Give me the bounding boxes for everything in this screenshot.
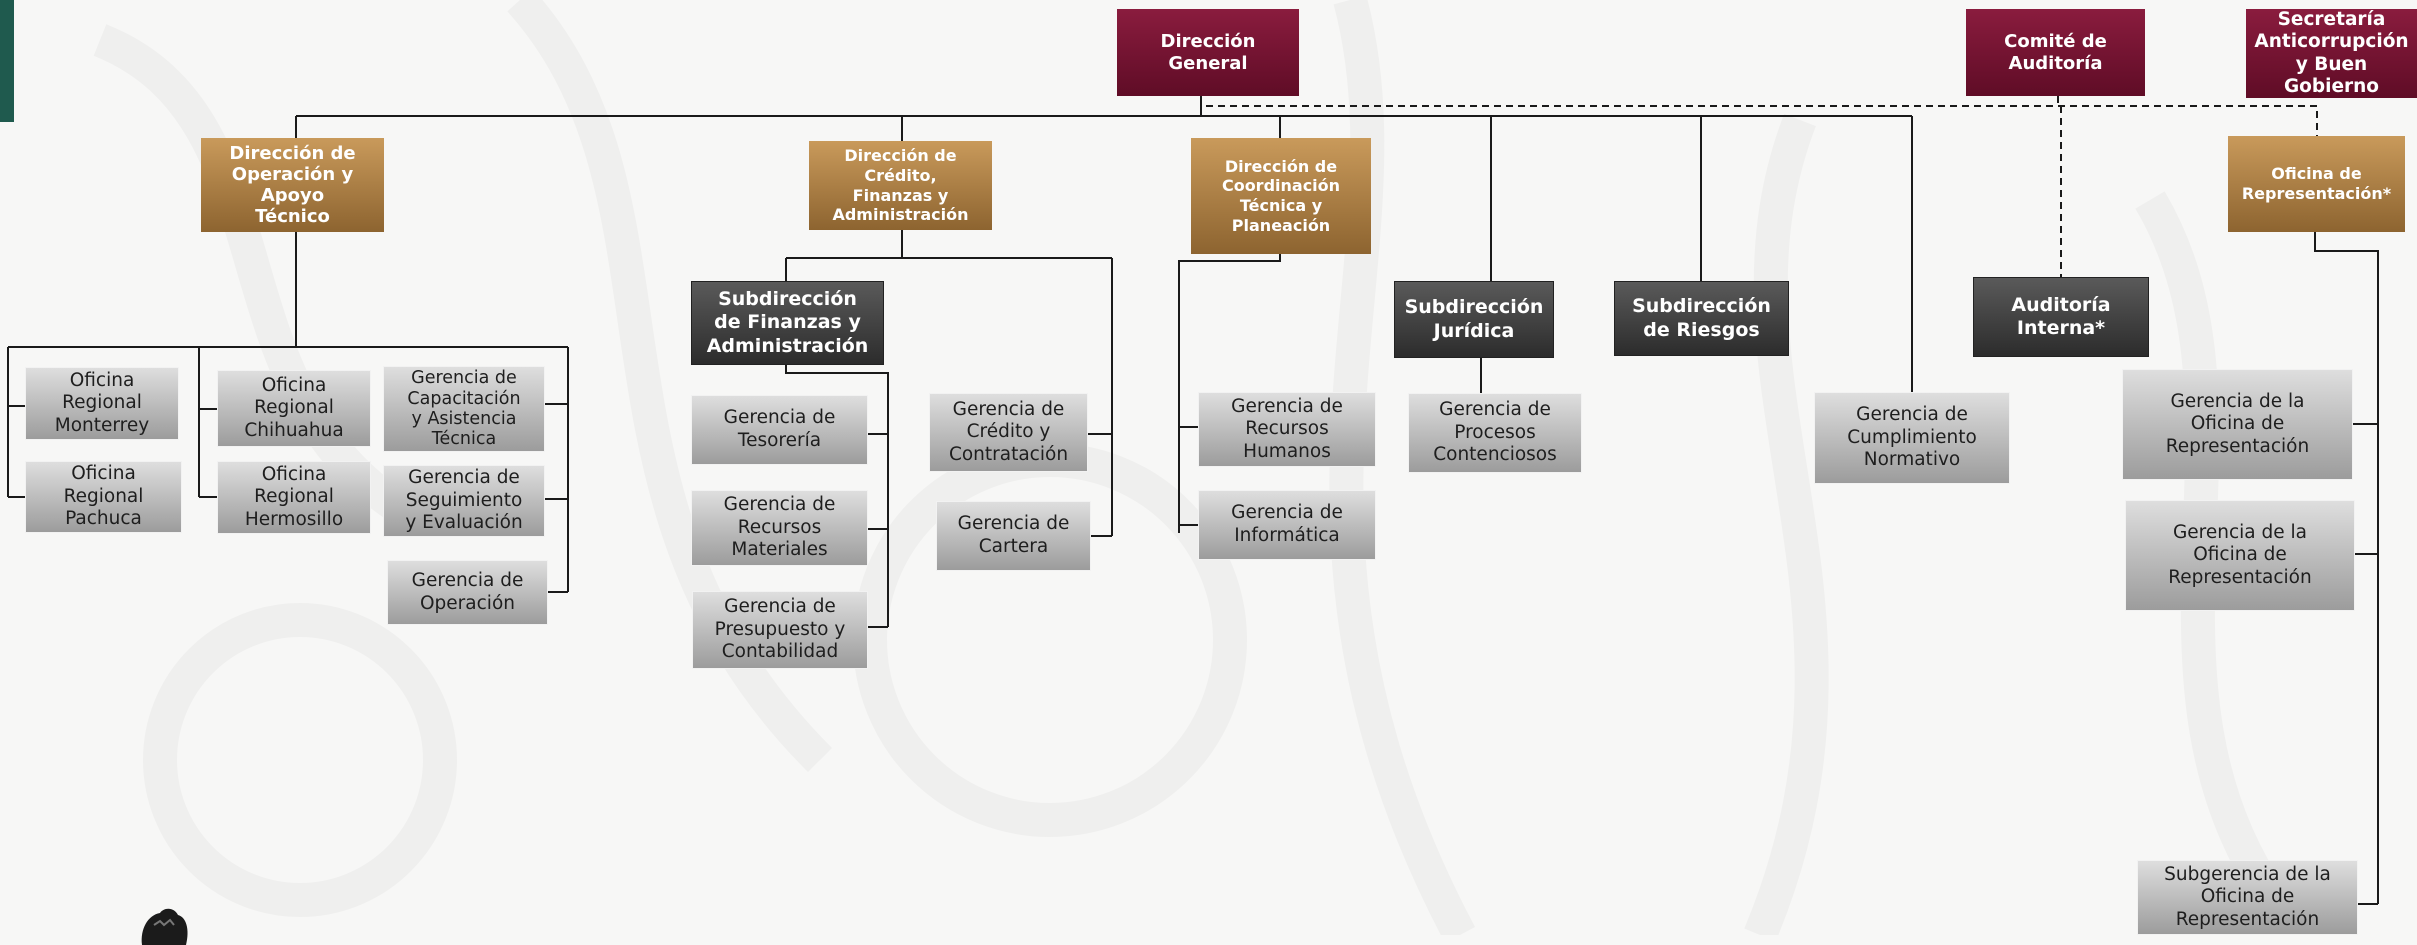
subgerencia-oficina-representacion-label: Subgerencia de la Oficina de Representac… [2164,863,2331,930]
gerencia-procesos-contenciosos-box: Gerencia de Procesos Contenciosos [1408,393,1582,473]
direccion-credito-label: Dirección de Crédito, Finanzas y Adminis… [832,146,969,225]
secretaria-label: Secretaría Anticorrupción y Buen Gobiern… [2254,9,2409,97]
oficina-hermosillo-box: Oficina Regional Hermosillo [217,461,371,534]
subdireccion-finanzas-label: Subdirección de Finanzas y Administració… [706,288,869,357]
oficina-pachuca-label: Oficina Regional Pachuca [63,463,144,530]
gerencia-capacitacion-label: Gerencia de Capacitación y Asistencia Té… [407,368,521,450]
gerencia-recursos-materiales-box: Gerencia de Recursos Materiales [691,490,868,566]
comite-auditoria-box: Comité de Auditoría [1966,9,2145,96]
subdireccion-finanzas-box: Subdirección de Finanzas y Administració… [691,281,884,365]
gerencia-cumplimiento-normativo-box: Gerencia de Cumplimiento Normativo [1814,392,2010,484]
eagle-emblem-icon [141,908,188,945]
teal-accent-bar [0,0,14,122]
gerencia-oficina-representacion-1-box: Gerencia de la Oficina de Representación [2122,369,2353,480]
gerencia-capacitacion-box: Gerencia de Capacitación y Asistencia Té… [383,366,545,452]
comite-auditoria-label: Comité de Auditoría [2004,30,2107,74]
gerencia-informatica-box: Gerencia de Informática [1198,490,1376,560]
direccion-operacion-label: Dirección de Operación y Apoyo Técnico [229,142,356,228]
oficina-monterrey-box: Oficina Regional Monterrey [25,367,179,440]
subdireccion-riesgos-label: Subdirección de Riesgos [1632,295,1771,341]
gerencia-procesos-contenciosos-label: Gerencia de Procesos Contenciosos [1433,399,1557,466]
gerencia-presupuesto-label: Gerencia de Presupuesto y Contabilidad [714,596,846,663]
gerencia-credito-contratacion-label: Gerencia de Crédito y Contratación [948,398,1069,465]
gerencia-oficina-representacion-1-label: Gerencia de la Oficina de Representación [2165,390,2310,457]
oficina-chihuahua-box: Oficina Regional Chihuahua [217,370,371,447]
gerencia-tesoreria-label: Gerencia de Tesorería [723,407,836,451]
gerencia-cartera-box: Gerencia de Cartera [936,501,1091,571]
gerencia-operacion-label: Gerencia de Operación [411,569,524,614]
subdireccion-riesgos-box: Subdirección de Riesgos [1614,281,1789,356]
connector-oficina-tree [2314,232,2379,905]
auditoria-interna-box: Auditoría Interna* [1973,277,2149,357]
gerencia-recursos-humanos-box: Gerencia de Recursos Humanos [1198,392,1376,467]
direccion-coordinacion-label: Dirección de Coordinación Técnica y Plan… [1221,156,1341,235]
oficina-hermosillo-label: Oficina Regional Hermosillo [244,463,344,530]
oficina-monterrey-label: Oficina Regional Monterrey [54,369,150,436]
direccion-coordinacion-box: Dirección de Coordinación Técnica y Plan… [1191,138,1371,254]
gerencia-seguimiento-box: Gerencia de Seguimiento y Evaluación [383,465,545,537]
secretaria-box: Secretaría Anticorrupción y Buen Gobiern… [2246,9,2417,98]
subdireccion-juridica-label: Subdirección Jurídica [1404,296,1544,342]
gerencia-recursos-materiales-label: Gerencia de Recursos Materiales [723,494,836,561]
oficina-representacion-box: Oficina de Representación* [2228,136,2405,232]
connector-credito-tree [785,230,1113,628]
connector-coordinacion-tree [1178,254,1281,533]
gerencia-oficina-representacion-2-box: Gerencia de la Oficina de Representación [2125,500,2355,611]
connector-operacion-tree [7,232,569,593]
gerencia-cartera-label: Gerencia de Cartera [957,513,1070,557]
gerencia-oficina-representacion-2-label: Gerencia de la Oficina de Representación [2168,521,2312,588]
oficina-chihuahua-label: Oficina Regional Chihuahua [244,374,344,441]
subdireccion-juridica-box: Subdirección Jurídica [1394,281,1554,358]
oficina-pachuca-box: Oficina Regional Pachuca [25,461,182,533]
oficina-representacion-label: Oficina de Representación* [2241,164,2392,203]
subgerencia-oficina-representacion-box: Subgerencia de la Oficina de Representac… [2137,860,2358,935]
direccion-credito-box: Dirección de Crédito, Finanzas y Adminis… [809,141,992,230]
gerencia-cumplimiento-normativo-label: Gerencia de Cumplimiento Normativo [1847,404,1977,471]
gerencia-seguimiento-label: Gerencia de Seguimiento y Evaluación [405,467,523,534]
gerencia-credito-contratacion-box: Gerencia de Crédito y Contratación [929,393,1088,472]
gerencia-recursos-humanos-label: Gerencia de Recursos Humanos [1231,395,1343,462]
gerencia-presupuesto-box: Gerencia de Presupuesto y Contabilidad [692,591,868,669]
direccion-general-box: Dirección General [1117,9,1299,96]
gerencia-tesoreria-box: Gerencia de Tesorería [691,395,868,465]
dashed-connector-secretaria [1206,105,2318,136]
auditoria-interna-label: Auditoría Interna* [2011,293,2111,339]
gerencia-informatica-label: Gerencia de Informática [1231,502,1343,546]
direccion-operacion-box: Dirección de Operación y Apoyo Técnico [201,138,384,232]
gerencia-operacion-box: Gerencia de Operación [387,560,548,625]
direccion-general-label: Dirección General [1160,30,1256,74]
